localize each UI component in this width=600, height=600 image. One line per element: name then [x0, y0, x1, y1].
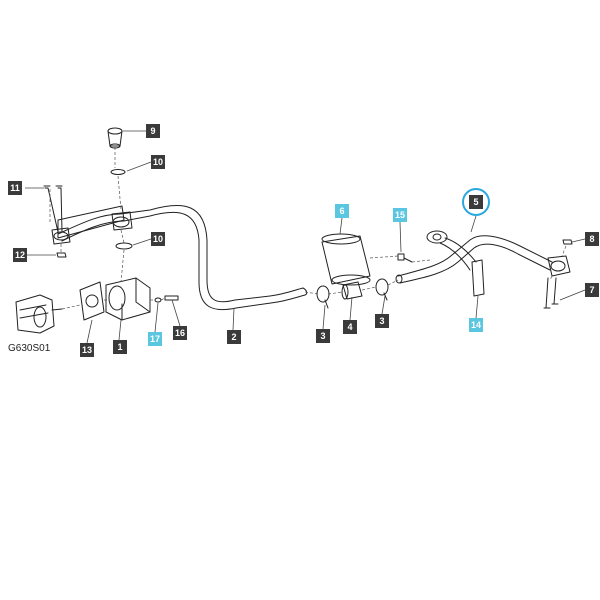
washer-part-10-upper — [110, 169, 126, 175]
bolts-part-11 — [43, 185, 63, 233]
washer-part-10-lower — [115, 242, 133, 250]
callout-1[interactable]: 1 — [113, 340, 127, 354]
callout-4[interactable]: 4 — [343, 320, 357, 334]
callout-2[interactable]: 2 — [227, 330, 241, 344]
clamp-part-3-right — [375, 278, 389, 301]
callout-10-lower[interactable]: 10 — [151, 232, 165, 246]
callout-14[interactable]: 14 — [469, 318, 483, 332]
callout-9[interactable]: 9 — [146, 124, 160, 138]
callout-16[interactable]: 16 — [173, 326, 187, 340]
callout-7[interactable]: 7 — [585, 283, 599, 297]
nut-part-8 — [562, 239, 573, 245]
filter-part-6 — [321, 233, 371, 286]
bolts-part-7 — [543, 277, 559, 309]
callout-17[interactable]: 17 — [148, 332, 162, 346]
nut-part-12 — [56, 252, 67, 258]
bracket-part-14 — [471, 259, 485, 297]
gasket-plate — [79, 281, 105, 321]
callout-6[interactable]: 6 — [335, 204, 349, 218]
pipe-part-5 — [395, 230, 571, 284]
screw-part-16 — [164, 295, 179, 301]
callout-12[interactable]: 12 — [13, 248, 27, 262]
clamp-part-3-left — [316, 285, 330, 309]
selection-ring — [462, 188, 490, 216]
callout-3-left[interactable]: 3 — [316, 329, 330, 343]
bracket-upper — [51, 205, 133, 245]
fitting-part-15 — [397, 253, 413, 263]
pin-part-17 — [154, 297, 162, 303]
callout-3-right[interactable]: 3 — [375, 314, 389, 328]
motor-part-13 — [15, 294, 63, 334]
callout-5[interactable]: 5 — [469, 195, 483, 209]
hose-part-4 — [341, 281, 363, 300]
pipe-part-2 — [57, 204, 308, 311]
callout-15[interactable]: 15 — [393, 208, 407, 222]
callout-11[interactable]: 11 — [8, 181, 22, 195]
pump-part-1 — [105, 277, 151, 321]
callout-10-upper[interactable]: 10 — [151, 155, 165, 169]
diagram-code-label: G630S01 — [8, 343, 51, 354]
bolt-part-9 — [107, 127, 123, 149]
callout-13[interactable]: 13 — [80, 343, 94, 357]
callout-8[interactable]: 8 — [585, 232, 599, 246]
